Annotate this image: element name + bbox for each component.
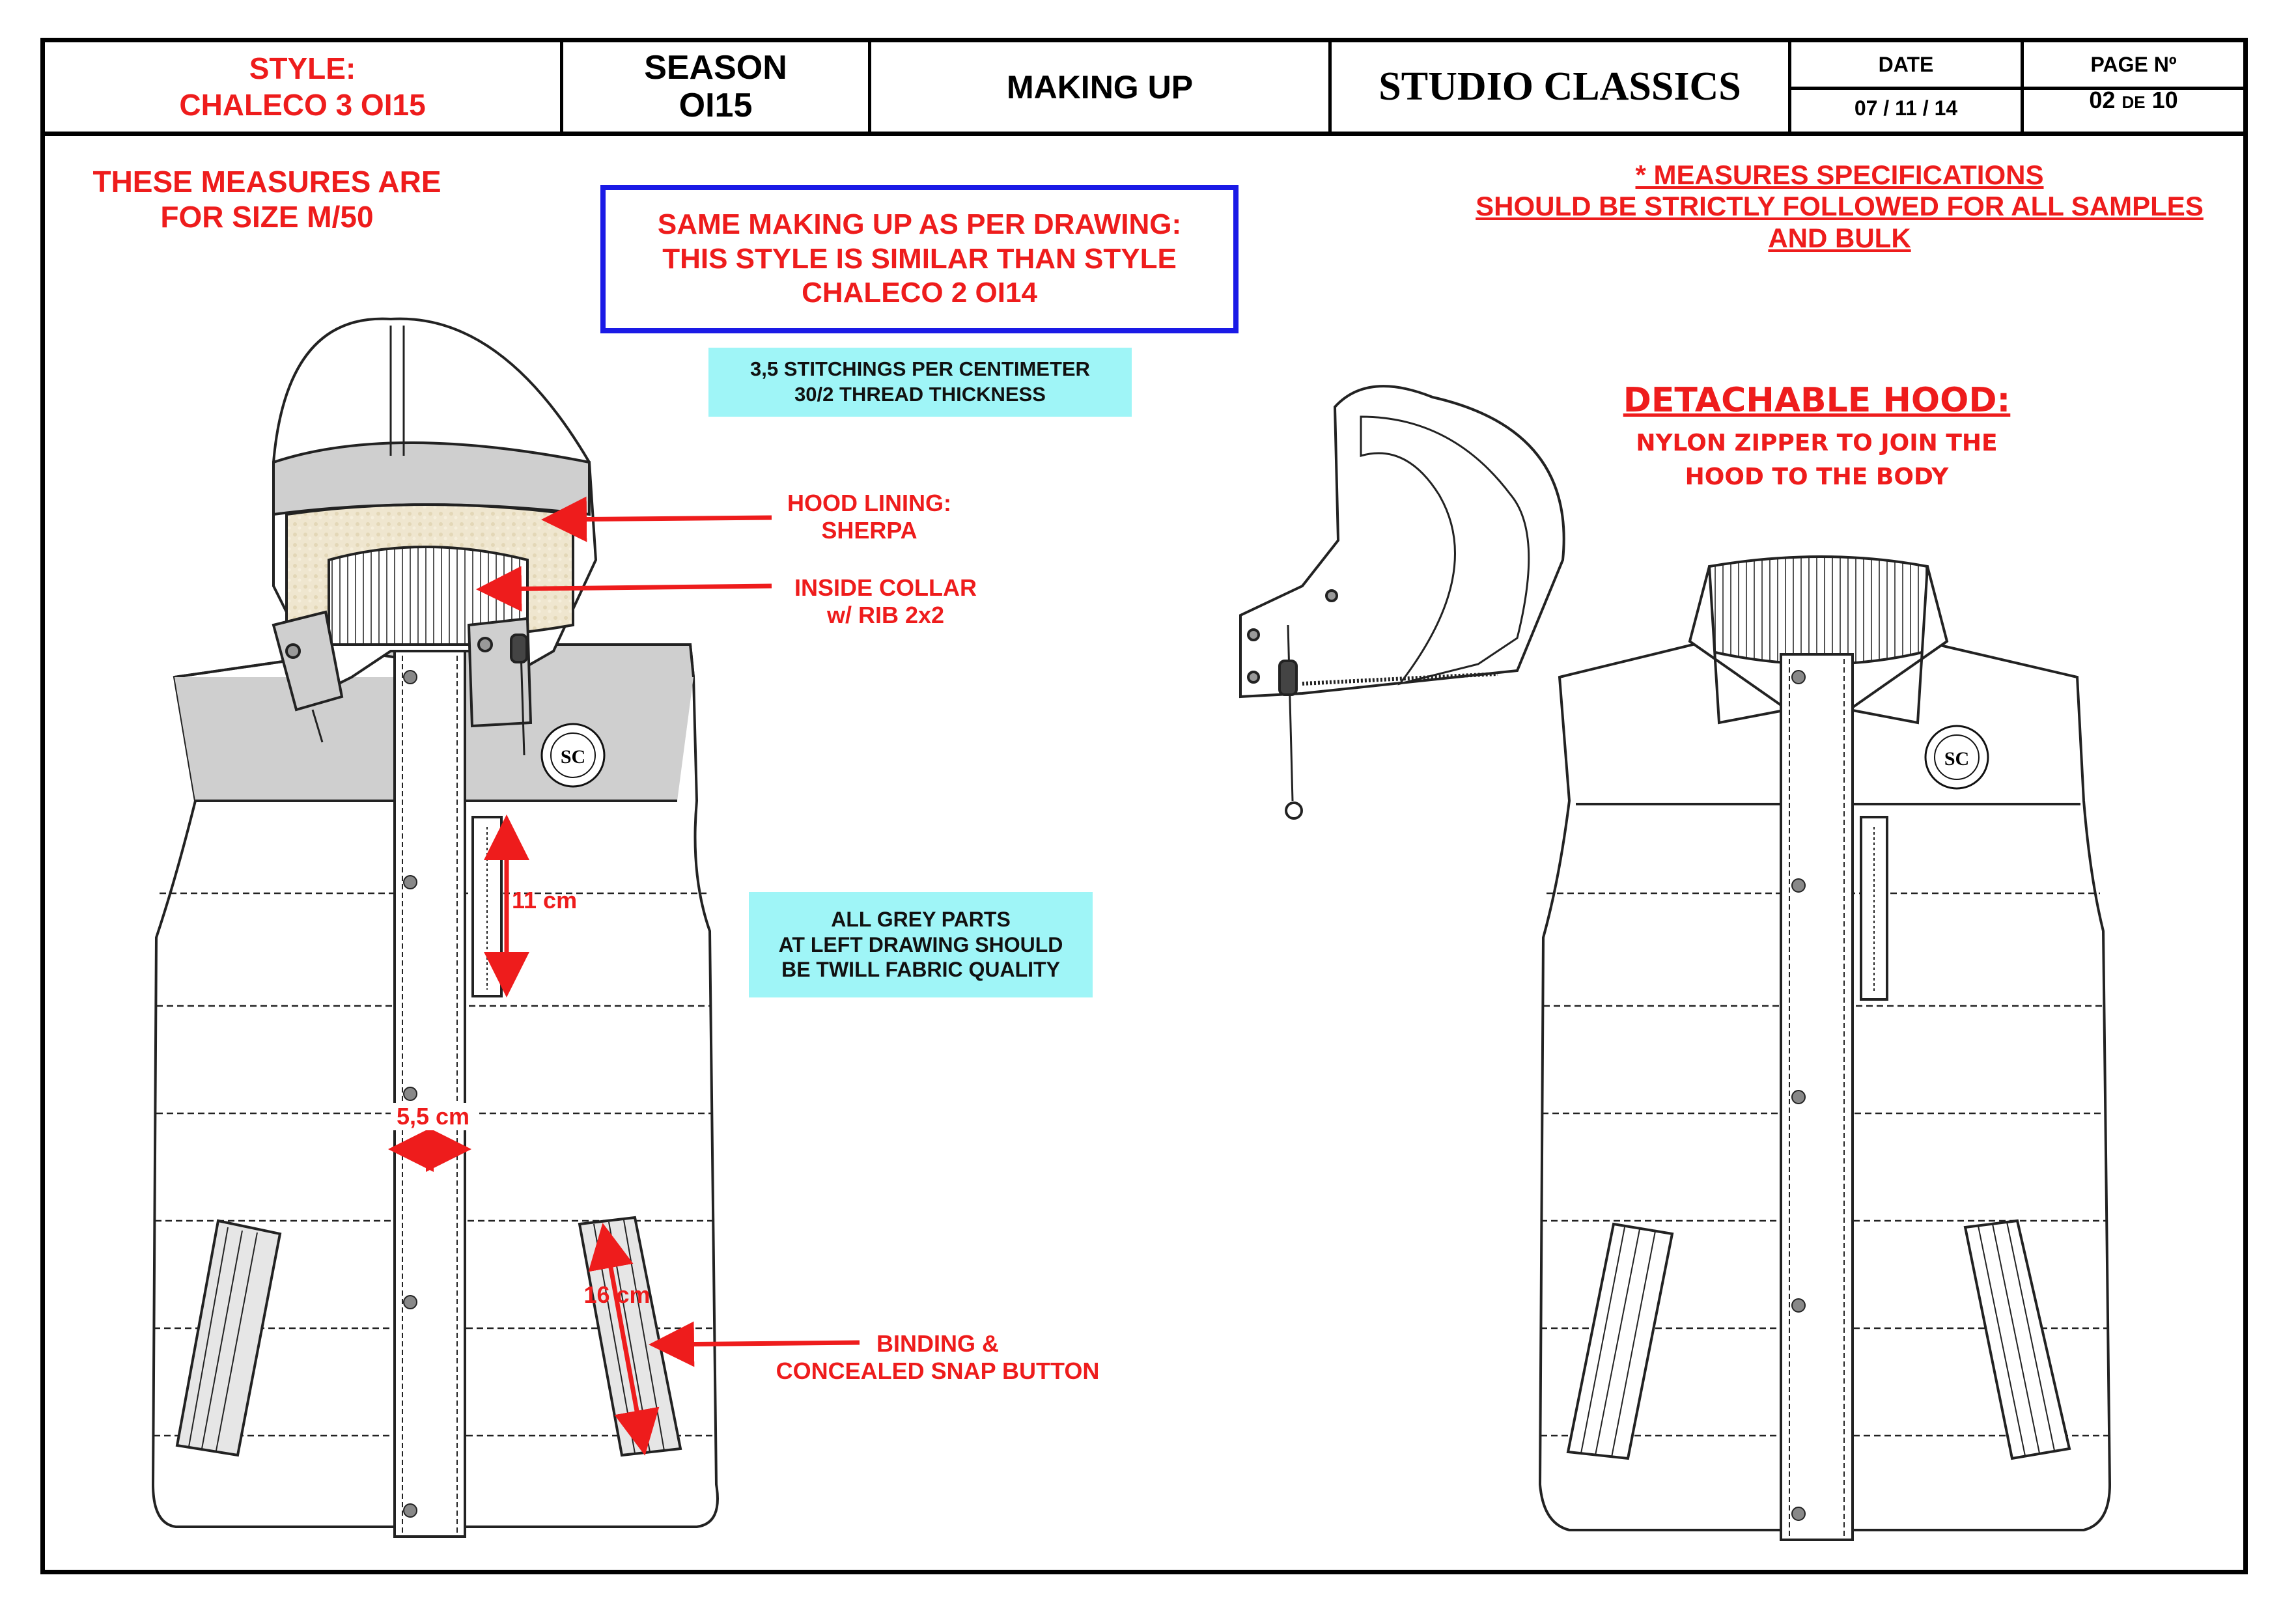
season-cell: SEASON OI15	[563, 42, 871, 132]
right-side-pocket-right	[1963, 1219, 2071, 1460]
style-cell: STYLE: CHALECO 3 OI15	[45, 42, 563, 132]
stitch-line1: 3,5 STITCHINGS PER CENTIMETER	[750, 357, 1090, 381]
page-de: DE	[2121, 92, 2146, 112]
left-side-pocket-left	[175, 1219, 282, 1457]
making-up-line2: THIS STYLE IS SIMILAR THAN STYLE	[662, 242, 1177, 275]
collar-line2: w/ RIB 2x2	[826, 602, 945, 629]
collar-arrow	[476, 566, 772, 612]
page-cell: PAGE Nº 02 DE 10	[2024, 42, 2243, 132]
making-up-line3: CHALECO 2 OI14	[802, 277, 1037, 309]
page-value: 02 DE 10	[2024, 87, 2243, 130]
right-logo	[1924, 725, 1989, 790]
spec-sheet: STYLE: CHALECO 3 OI15 SEASON OI15 MAKING…	[40, 38, 2248, 1574]
hood-title: DETACHABLE HOOD:	[1623, 381, 2011, 420]
hood-lining-line1: HOOD LINING:	[787, 490, 951, 516]
page-label: PAGE Nº	[2024, 42, 2243, 90]
spec-note: * MEASURES SPECIFICATIONS SHOULD BE STRI…	[1459, 160, 2220, 254]
side-pocket-measure	[588, 1223, 660, 1456]
chest-pocket-measure-label: 11 cm	[512, 887, 578, 913]
left-vest-drawing	[151, 317, 719, 1538]
grey-line3: BE TWILL FABRIC QUALITY	[781, 958, 1060, 982]
stitching-note: 3,5 STITCHINGS PER CENTIMETER 30/2 THREA…	[708, 348, 1132, 417]
side-pocket-measure-label: 16 cm	[583, 1281, 651, 1308]
date-cell: DATE 07 / 11 / 14	[1791, 42, 2024, 132]
hood-line2: HOOD TO THE BODY	[1685, 464, 1949, 491]
binding-callout: BINDING & CONCEALED SNAP BUTTON	[755, 1330, 1120, 1386]
left-logo	[540, 723, 606, 788]
collar-callout: INSIDE COLLAR w/ RIB 2x2	[768, 574, 1003, 630]
right-logo-monogram: SC	[1944, 748, 1969, 770]
brand-name: STUDIO CLASSICS	[1379, 64, 1741, 109]
making-up-box: SAME MAKING UP AS PER DRAWING: THIS STYL…	[600, 185, 1239, 333]
binding-line2: CONCEALED SNAP BUTTON	[776, 1358, 1100, 1385]
size-note-line2: FOR SIZE M/50	[160, 200, 374, 234]
binding-arrow	[649, 1321, 860, 1367]
hood-lining-arrow	[541, 496, 772, 542]
brand-cell: STUDIO CLASSICS	[1332, 42, 1791, 132]
style-value: CHALECO 3 OI15	[179, 87, 426, 122]
stitch-line2: 30/2 THREAD THICKNESS	[794, 383, 1046, 406]
date-value: 07 / 11 / 14	[1854, 96, 1958, 120]
section-title: MAKING UP	[1006, 68, 1194, 105]
grey-line2: AT LEFT DRAWING SHOULD	[778, 932, 1063, 956]
size-note: THESE MEASURES ARE FOR SIZE M/50	[65, 164, 469, 235]
right-side-pocket-left	[1566, 1222, 1674, 1460]
season-value: OI15	[679, 86, 753, 124]
making-up-line1: SAME MAKING UP AS PER DRAWING:	[657, 208, 1182, 240]
spec-line3: AND BULK	[1768, 222, 1911, 253]
header-bar: STYLE: CHALECO 3 OI15 SEASON OI15 MAKING…	[45, 42, 2243, 136]
page-number: 02	[2089, 87, 2116, 113]
binding-line1: BINDING &	[876, 1330, 999, 1357]
right-vest-drawing	[1538, 555, 2112, 1541]
hood-lining-callout: HOOD LINING: SHERPA	[762, 490, 977, 545]
spec-line1: * MEASURES SPECIFICATIONS	[1635, 160, 2044, 190]
placket-measure-label: 5,5 cm	[391, 1103, 475, 1131]
season-label: SEASON	[644, 49, 787, 87]
hood-lining-line2: SHERPA	[821, 517, 917, 544]
grey-line1: ALL GREY PARTS	[831, 908, 1011, 932]
callout-arrows	[388, 496, 860, 1456]
collar-line1: INSIDE COLLAR	[794, 574, 977, 601]
page-total: 10	[2151, 87, 2178, 113]
detached-hood-drawing	[1239, 385, 1565, 820]
detachable-hood-note: DETACHABLE HOOD: NYLON ZIPPER TO JOIN TH…	[1582, 381, 2051, 494]
spec-line2: SHOULD BE STRICTLY FOLLOWED FOR ALL SAMP…	[1476, 191, 2204, 222]
style-label: STYLE:	[249, 51, 356, 86]
date-label: DATE	[1791, 42, 2021, 90]
size-note-line1: THESE MEASURES ARE	[92, 165, 441, 199]
section-cell: MAKING UP	[871, 42, 1332, 132]
grey-parts-note: ALL GREY PARTS AT LEFT DRAWING SHOULD BE…	[749, 892, 1093, 997]
hood-line1: NYLON ZIPPER TO JOIN THE	[1636, 430, 1998, 457]
left-logo-monogram: SC	[561, 746, 585, 768]
